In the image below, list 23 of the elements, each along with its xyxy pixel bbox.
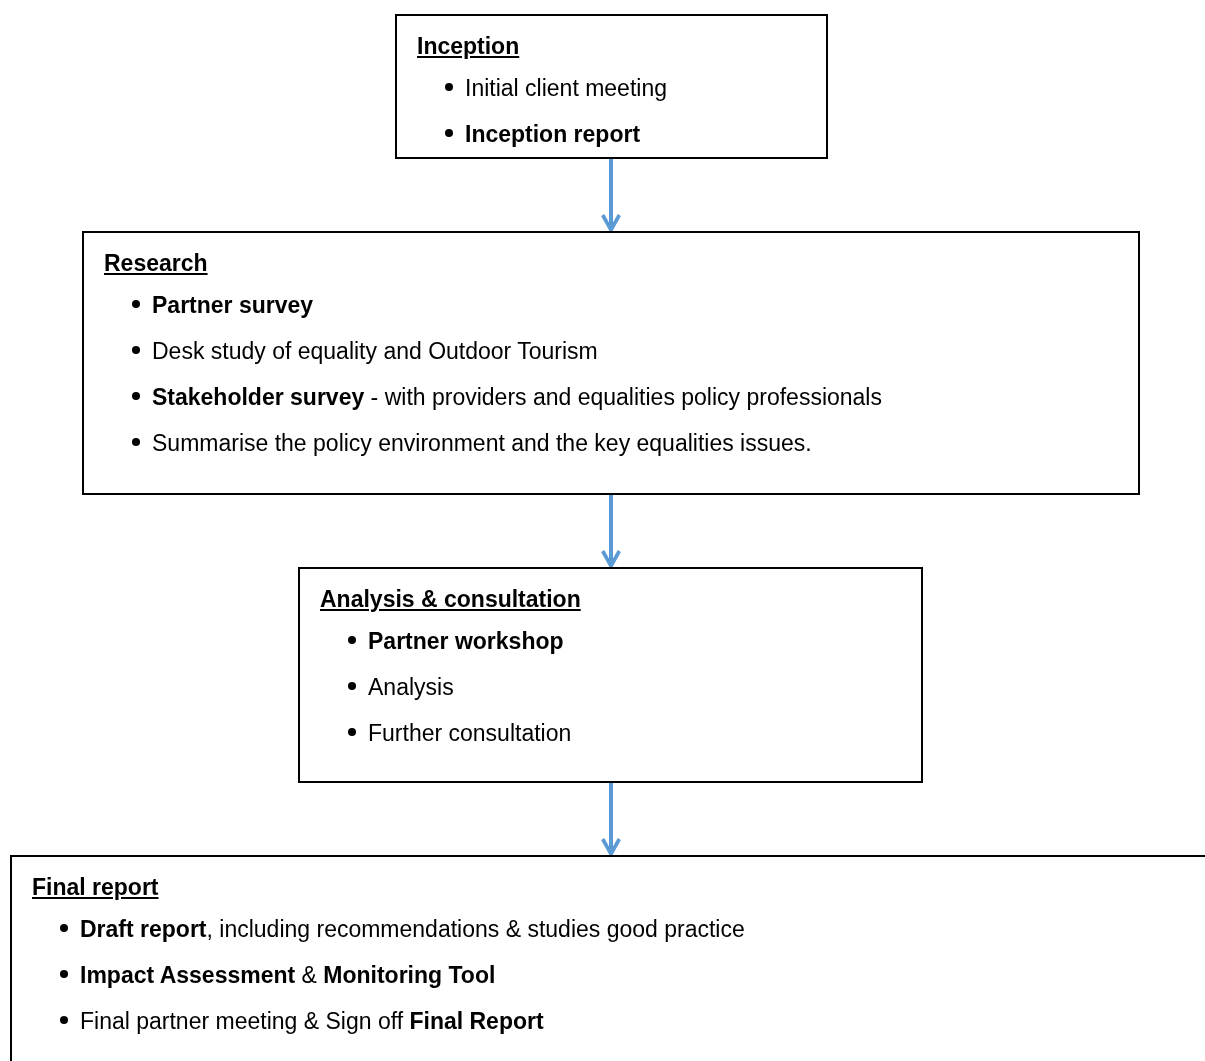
arrow — [600, 783, 622, 856]
process-box — [82, 231, 1140, 495]
bullet-item: Draft report, including recommendations & studies good practice — [80, 915, 745, 943]
bullet-item: Partner workshop — [368, 627, 564, 655]
process-box — [10, 855, 1205, 1061]
bullet-item: Partner survey — [152, 291, 314, 319]
box-heading: Inception — [417, 32, 520, 60]
bullet-item: Analysis — [368, 673, 454, 701]
bullet-item: Final partner meeting & Sign off Final Report — [80, 1007, 544, 1035]
bullet-item: Impact Assessment & Monitoring Tool — [80, 961, 496, 989]
bullet-item: Summarise the policy environment and the key equalities issues. — [152, 429, 812, 457]
arrow — [600, 159, 622, 232]
box-heading: Research — [104, 249, 208, 277]
bullet-item: Stakeholder survey - with providers and equalities policy professionals — [152, 383, 882, 411]
bullet-item: Desk study of equality and Outdoor Tourism — [152, 337, 598, 365]
bullet-item: Inception report — [465, 120, 641, 148]
bullet-item: Further consultation — [368, 719, 572, 747]
process-box — [395, 14, 828, 159]
process-box — [298, 567, 923, 783]
box-heading: Final report — [32, 873, 159, 901]
bullet-item: Initial client meeting — [465, 74, 667, 102]
box-heading: Analysis & consultation — [320, 585, 581, 613]
arrow — [600, 495, 622, 568]
